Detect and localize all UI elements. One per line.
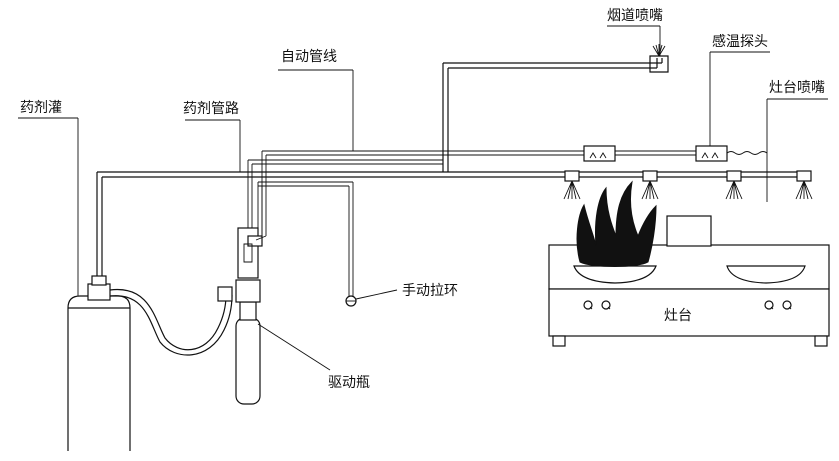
label-stove-nozzle: 灶台喷嘴: [769, 80, 825, 96]
flue-nozzle: [652, 44, 666, 57]
label-temp-sensor: 感温探头: [712, 33, 768, 50]
knob-icon: [583, 300, 792, 310]
leader-lines: [18, 25, 828, 371]
driver-bottle: [217, 227, 267, 405]
stove: [548, 180, 830, 347]
nozzle-4: [795, 170, 813, 200]
hose: [109, 289, 233, 356]
manual-pull-line: [257, 181, 357, 307]
label-agent-tank: 药剂灌: [20, 100, 62, 116]
label-manual-pull: 手动拉环: [402, 283, 458, 299]
fire-icon: [576, 180, 657, 267]
nozzle-3: [725, 170, 743, 200]
nozzle-1: [563, 170, 581, 200]
agent-tank: [67, 275, 131, 451]
temp-sensor-2: [695, 145, 768, 162]
stove-nozzles: [563, 170, 813, 200]
label-auto-line: 自动管线: [281, 49, 337, 65]
nozzle-2: [641, 170, 659, 200]
label-driver-bottle: 驱动瓶: [328, 375, 370, 391]
labels: 药剂灌 药剂管路 自动管线 烟道喷嘴 感温探头 灶台喷嘴 手动拉环 驱动瓶 灶台: [20, 8, 825, 391]
temp-sensor-1: [583, 145, 616, 162]
label-stove: 灶台: [664, 308, 692, 324]
label-agent-pipe: 药剂管路: [183, 101, 239, 117]
label-flue-nozzle: 烟道喷嘴: [607, 8, 663, 24]
